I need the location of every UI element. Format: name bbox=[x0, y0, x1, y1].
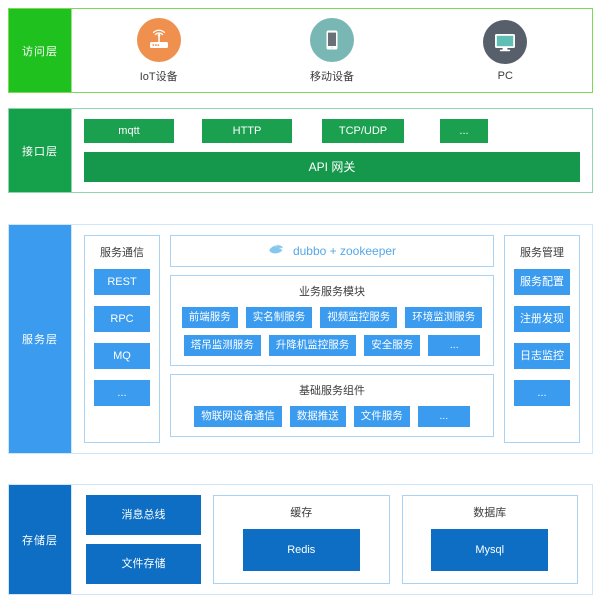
business-chip-more[interactable]: ... bbox=[428, 335, 481, 356]
protocol-chip-tcp-udp[interactable]: TCP/UDP bbox=[322, 119, 404, 143]
comm-chip-rpc[interactable]: RPC bbox=[94, 306, 150, 332]
basic-chip-file-service[interactable]: 文件服务 bbox=[353, 406, 410, 427]
comm-chip-rest[interactable]: REST bbox=[94, 269, 150, 295]
device-label: IoT设备 bbox=[139, 70, 178, 83]
interface-layer: 接口层 mqtt HTTP TCP/UDP ... API 网关 bbox=[8, 108, 593, 193]
dubbo-zookeeper-label: dubbo + zookeeper bbox=[292, 244, 397, 258]
dubbo-whale-icon bbox=[268, 242, 286, 261]
device-pc[interactable]: PC bbox=[419, 19, 592, 82]
service-communication-panel: 服务通信 REST RPC MQ ... bbox=[84, 235, 160, 443]
service-management-title: 服务管理 bbox=[520, 247, 564, 259]
protocol-chip-more[interactable]: ... bbox=[440, 119, 488, 143]
database-box: 数据库 Mysql bbox=[401, 495, 578, 584]
device-label: PC bbox=[497, 69, 513, 82]
comm-chip-more[interactable]: ... bbox=[94, 380, 150, 406]
business-chip-safety[interactable]: 安全服务 bbox=[364, 335, 421, 356]
database-title: 数据库 bbox=[473, 507, 507, 519]
tablet-icon bbox=[309, 17, 354, 62]
business-chip-environment[interactable]: 环境监测服务 bbox=[405, 307, 483, 328]
dubbo-zookeeper-bar[interactable]: dubbo + zookeeper bbox=[170, 235, 494, 267]
service-layer-label: 服务层 bbox=[9, 225, 71, 453]
protocol-row: mqtt HTTP TCP/UDP ... bbox=[84, 119, 580, 143]
cache-title: 缓存 bbox=[290, 507, 313, 519]
service-center-column: dubbo + zookeeper 业务服务模块 前端服务 实名制服务 视频监控… bbox=[170, 235, 494, 443]
storage-layer-label: 存储层 bbox=[9, 485, 71, 594]
mgmt-chip-config[interactable]: 服务配置 bbox=[514, 269, 570, 295]
access-layer: 访问层 IoT设备 bbox=[8, 8, 593, 93]
cache-box: 缓存 Redis bbox=[213, 495, 390, 584]
interface-layer-body: mqtt HTTP TCP/UDP ... API 网关 bbox=[71, 109, 592, 192]
basic-components-row: 物联网设备通信 数据推送 文件服务 ... bbox=[179, 406, 485, 427]
basic-chip-more[interactable]: ... bbox=[417, 406, 470, 427]
api-gateway-bar[interactable]: API 网关 bbox=[84, 152, 580, 182]
business-modules-row: 塔吊监测服务 升降机监控服务 安全服务 ... bbox=[179, 335, 485, 356]
basic-components-title: 基础服务组件 bbox=[299, 385, 365, 397]
access-layer-body: IoT设备 移动设备 bbox=[71, 9, 592, 92]
basic-chip-data-push[interactable]: 数据推送 bbox=[289, 406, 346, 427]
storage-layer: 存储层 消息总线 文件存储 缓存 Redis 数据库 Mysql bbox=[8, 484, 593, 595]
protocol-chip-mqtt[interactable]: mqtt bbox=[84, 119, 174, 143]
business-modules-box: 业务服务模块 前端服务 实名制服务 视频监控服务 环境监测服务 塔吊监测服务 升… bbox=[170, 275, 494, 366]
mgmt-chip-registry[interactable]: 注册发现 bbox=[514, 306, 570, 332]
business-chip-realname[interactable]: 实名制服务 bbox=[245, 307, 313, 328]
device-iot[interactable]: IoT设备 bbox=[72, 17, 245, 84]
monitor-icon bbox=[483, 19, 528, 64]
business-chip-crane[interactable]: 塔吊监测服务 bbox=[183, 335, 261, 356]
business-chip-frontend[interactable]: 前端服务 bbox=[181, 307, 238, 328]
service-management-panel: 服务管理 服务配置 注册发现 日志监控 ... bbox=[504, 235, 580, 443]
business-chip-elevator[interactable]: 升降机监控服务 bbox=[268, 335, 357, 356]
storage-chip-file-storage[interactable]: 文件存储 bbox=[86, 544, 201, 584]
mgmt-chip-more[interactable]: ... bbox=[514, 380, 570, 406]
storage-layer-body: 消息总线 文件存储 缓存 Redis 数据库 Mysql bbox=[71, 485, 592, 594]
device-mobile[interactable]: 移动设备 bbox=[245, 17, 418, 84]
mgmt-chip-log-monitor[interactable]: 日志监控 bbox=[514, 343, 570, 369]
basic-chip-iot-comm[interactable]: 物联网设备通信 bbox=[194, 406, 282, 427]
business-modules-title: 业务服务模块 bbox=[299, 286, 365, 298]
comm-chip-mq[interactable]: MQ bbox=[94, 343, 150, 369]
business-modules-row: 前端服务 实名制服务 视频监控服务 环境监测服务 bbox=[179, 307, 485, 328]
protocol-chip-http[interactable]: HTTP bbox=[202, 119, 292, 143]
service-communication-title: 服务通信 bbox=[100, 247, 144, 259]
database-chip-mysql[interactable]: Mysql bbox=[431, 529, 549, 571]
service-layer: 服务层 服务通信 REST RPC MQ ... bbox=[8, 224, 593, 454]
service-layer-body: 服务通信 REST RPC MQ ... dubbo + zook bbox=[71, 225, 592, 453]
access-layer-label: 访问层 bbox=[9, 9, 71, 92]
cache-chip-redis[interactable]: Redis bbox=[242, 529, 360, 571]
storage-stack: 消息总线 文件存储 bbox=[86, 495, 201, 584]
router-icon bbox=[136, 17, 181, 62]
business-chip-video[interactable]: 视频监控服务 bbox=[320, 307, 398, 328]
storage-chip-message-bus[interactable]: 消息总线 bbox=[86, 495, 201, 535]
interface-layer-label: 接口层 bbox=[9, 109, 71, 192]
device-label: 移动设备 bbox=[309, 70, 354, 83]
basic-components-box: 基础服务组件 物联网设备通信 数据推送 文件服务 ... bbox=[170, 374, 494, 437]
